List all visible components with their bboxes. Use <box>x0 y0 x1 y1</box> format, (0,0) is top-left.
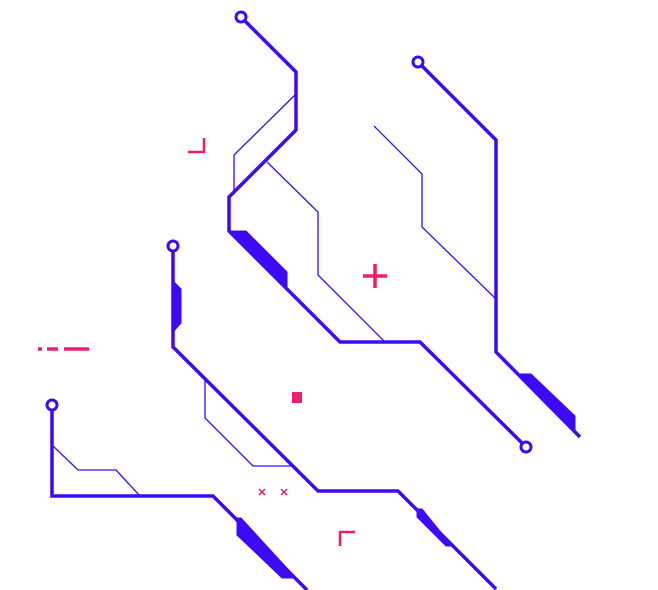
trace-a-branch-2 <box>266 161 386 343</box>
trace-d-start-pad <box>45 398 59 412</box>
trace-a-start-pad <box>234 10 248 24</box>
trace-a-branch-1 <box>233 93 297 192</box>
plus-icon <box>363 264 387 288</box>
trace-c-start-pad <box>166 239 180 253</box>
close-x-icon <box>258 488 266 496</box>
close-x-icon <box>280 488 288 496</box>
corner-bracket-icon <box>188 138 206 154</box>
circuit-trace-d <box>45 398 309 590</box>
corner-bracket-icon <box>338 530 355 546</box>
trace-c-main <box>171 251 498 590</box>
trace-c-band-1 <box>172 279 182 334</box>
trace-a-band <box>227 230 288 292</box>
trace-a-end-pad <box>519 440 533 454</box>
circuit-trace-a <box>227 10 533 454</box>
trace-b-band <box>516 373 576 434</box>
trace-d-band <box>236 517 298 579</box>
trace-c-branch <box>204 380 292 467</box>
trace-a-main <box>227 19 524 445</box>
circuit-trace-b <box>373 55 582 439</box>
circuit-trace-c <box>166 239 498 590</box>
trace-b-branch <box>373 125 497 300</box>
trace-b-main <box>419 63 582 439</box>
trace-d-branch <box>52 445 141 497</box>
square-icon <box>292 392 302 403</box>
trace-b-start-pad <box>411 55 425 69</box>
trace-c-band-2 <box>416 508 454 547</box>
